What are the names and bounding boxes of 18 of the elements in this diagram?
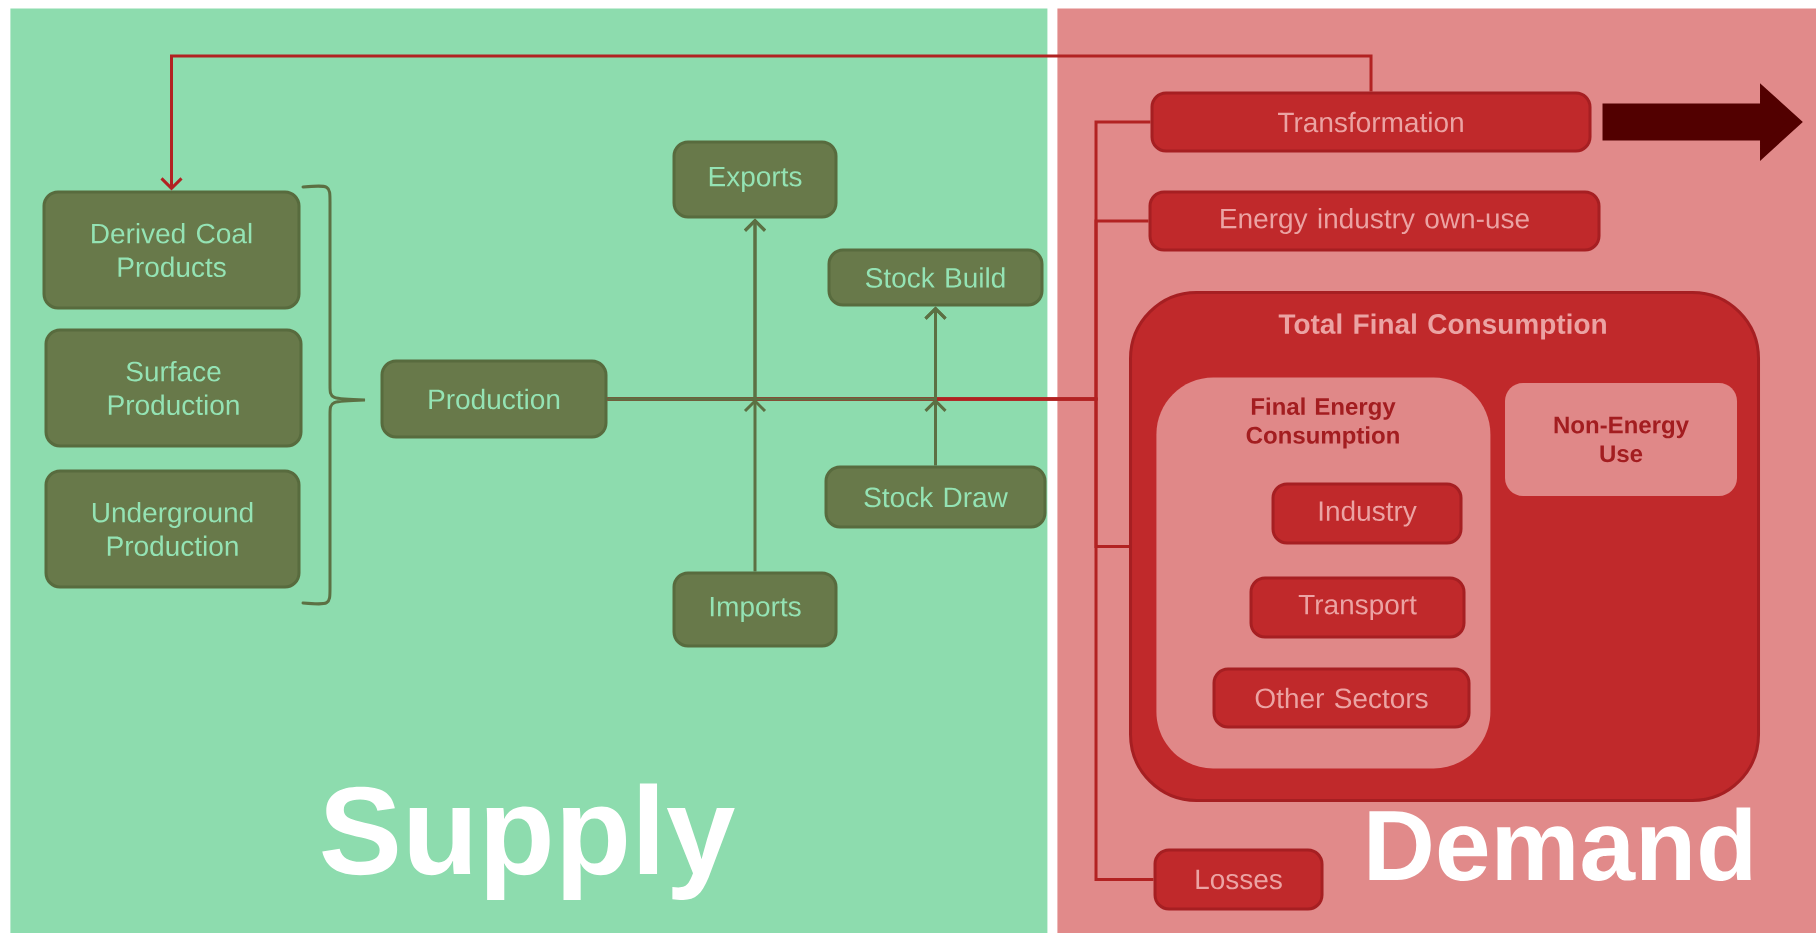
process-box: Derived Coal Products xyxy=(42,190,301,310)
process-box: Stock Build xyxy=(827,248,1044,307)
process-box: Underground Production xyxy=(44,469,301,589)
process-box: Surface Production xyxy=(44,328,303,448)
process-box: Other Sectors xyxy=(1212,667,1471,729)
arrow xyxy=(924,306,947,466)
process-box: Non-Energy Use xyxy=(1505,383,1737,496)
process-box: Industry xyxy=(1271,482,1463,545)
process-box: Transformation xyxy=(1150,91,1592,153)
process-box: Transport xyxy=(1249,576,1466,639)
process-box: Imports xyxy=(672,571,838,648)
arrow xyxy=(743,218,767,572)
process-box: Production xyxy=(380,359,608,439)
process-box: Exports xyxy=(672,140,838,219)
process-box: Energy industry own-use xyxy=(1148,190,1601,252)
process-box: Stock Draw xyxy=(824,465,1047,529)
arrow xyxy=(160,54,1373,191)
process-box: Losses xyxy=(1153,848,1324,911)
